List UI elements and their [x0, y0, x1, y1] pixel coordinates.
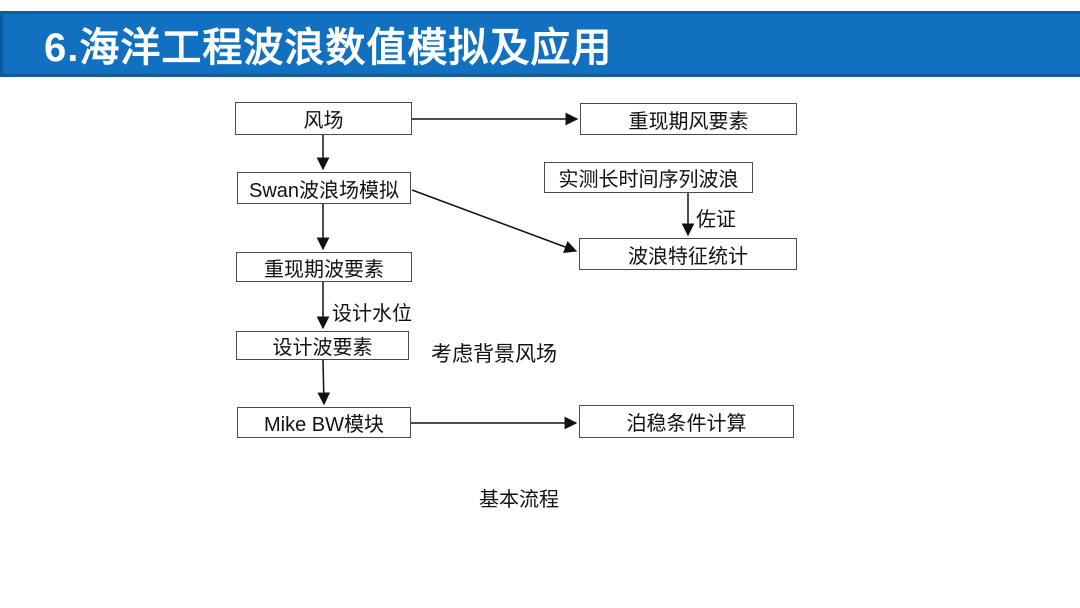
node-wave-statistics-label: 波浪特征统计: [628, 245, 748, 268]
arrow-designwave-to-mikebw: [317, 359, 331, 406]
node-berth-stability: 泊稳条件计算: [579, 405, 794, 438]
node-return-period-wind: 重现期风要素: [580, 103, 797, 135]
node-berth-stability-label: 泊稳条件计算: [626, 413, 747, 435]
page-title: 6.海洋工程波浪数值模拟及应用: [44, 26, 613, 70]
edge-label-corroborate: 佐证: [696, 209, 736, 231]
node-return-period-wind-label: 重现期风要素: [628, 110, 749, 133]
node-measured-wave-series: 实测长时间序列波浪: [544, 162, 753, 193]
edge-label-design-water-level: 设计水位: [332, 303, 412, 325]
node-wind-field-label: 风场: [303, 110, 344, 132]
node-return-period-wave: 重现期波要素: [236, 252, 412, 282]
title-bar: 6.海洋工程波浪数值模拟及应用: [0, 11, 1080, 77]
node-design-wave-label: 设计波要素: [272, 337, 373, 359]
edge-label-background-wind: 考虑背景风场: [431, 343, 557, 366]
node-swan-simulation-label: Swan波浪场模拟: [248, 179, 400, 202]
node-measured-wave-series-label: 实测长时间序列波浪: [558, 169, 739, 191]
arrow-swan-to-wavestats: [411, 189, 578, 253]
diagram-caption: 基本流程: [479, 489, 559, 511]
node-swan-simulation: Swan波浪场模拟: [237, 172, 411, 204]
node-wave-statistics: 波浪特征统计: [579, 238, 797, 270]
node-wind-field: 风场: [235, 102, 412, 135]
node-mike-bw-module: Mike BW模块: [237, 407, 411, 438]
node-design-wave: 设计波要素: [236, 331, 409, 360]
node-mike-bw-module-label: Mike BW模块: [264, 414, 384, 436]
node-return-period-wave-label: 重现期波要素: [264, 258, 384, 281]
